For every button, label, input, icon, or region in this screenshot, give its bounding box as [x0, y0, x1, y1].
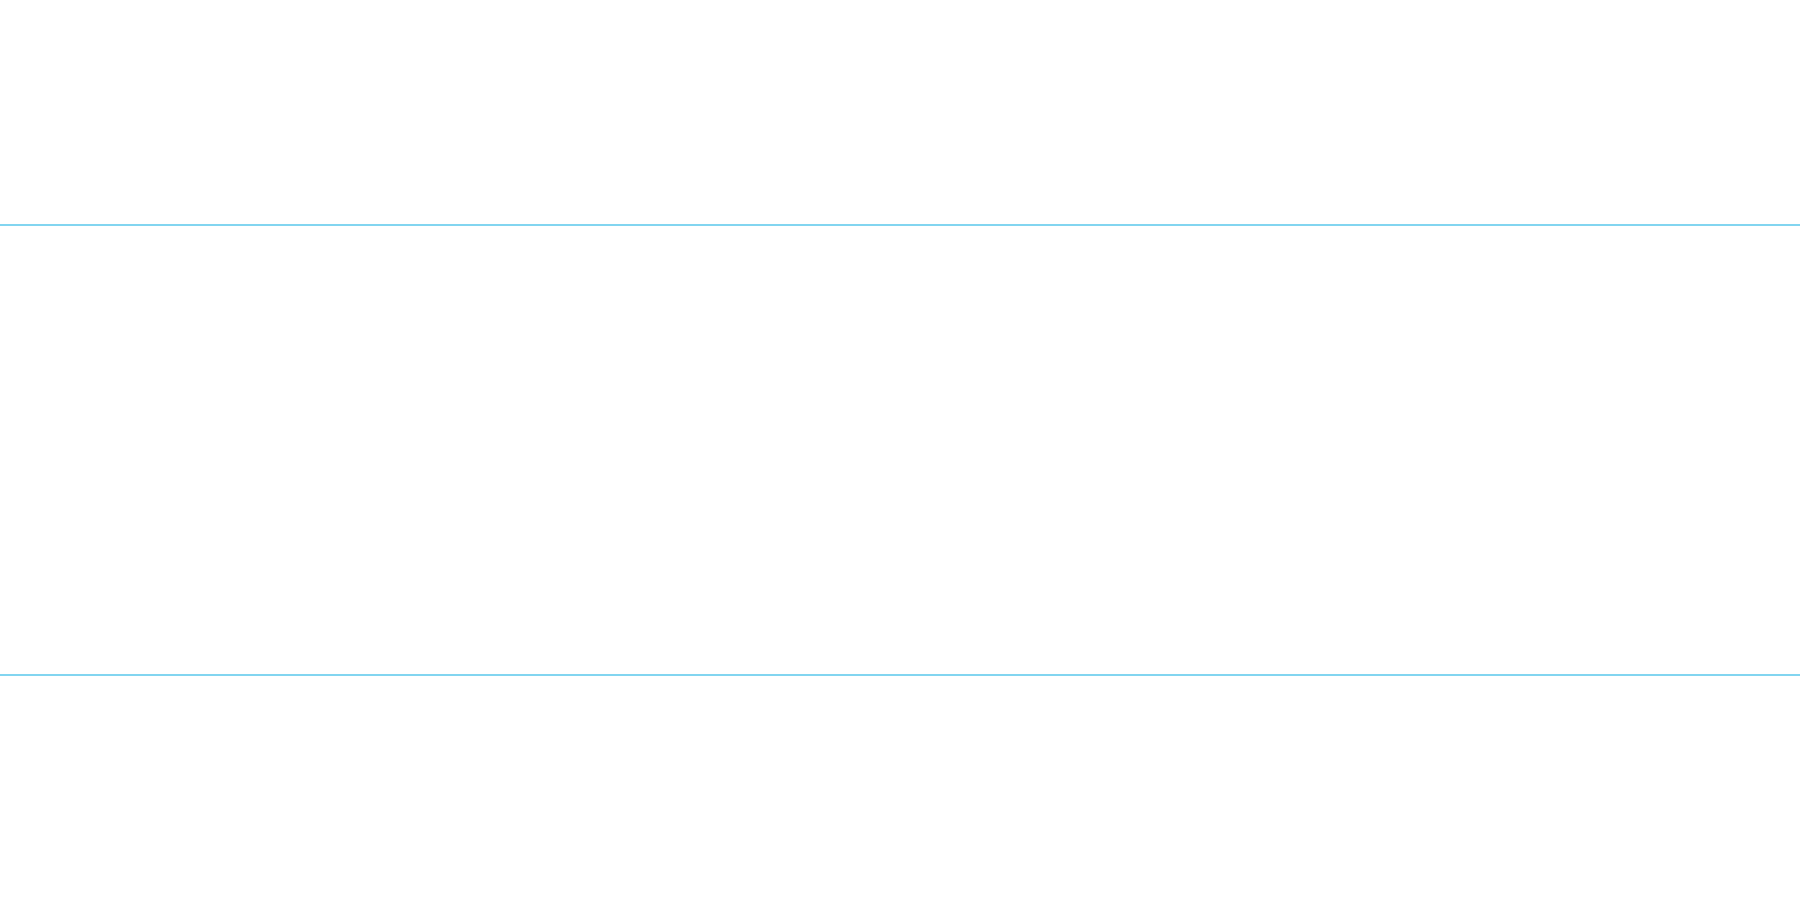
waveform-view	[0, 224, 1800, 676]
waveform-canvas	[0, 224, 1800, 676]
